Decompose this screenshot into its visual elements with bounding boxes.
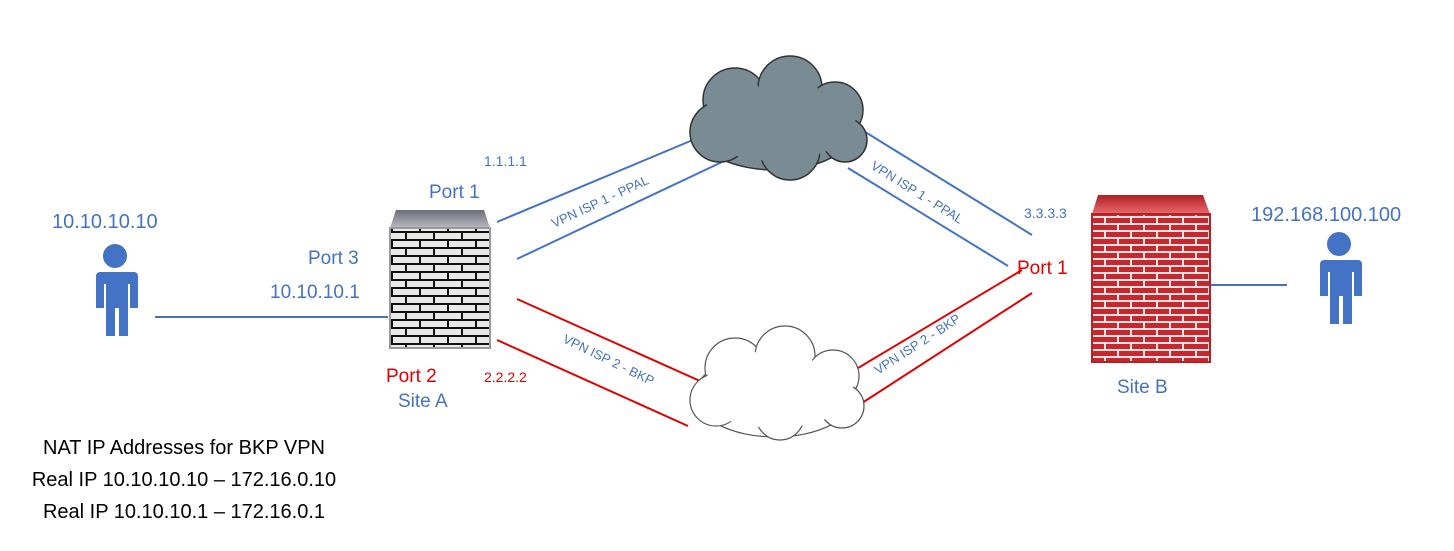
nat-note: NAT IP Addresses for BKP VPN Real IP 10.… xyxy=(0,432,368,528)
user-a-ip: 10.10.10.10 xyxy=(52,211,158,233)
isp2-link-a-upper xyxy=(516,298,701,382)
cloud-icon xyxy=(689,325,865,441)
person-icon xyxy=(1320,232,1362,324)
vpn-isp1-left-label: VPN ISP 1 - PPAL xyxy=(549,172,651,230)
vpn-isp1-right-label: VPN ISP 1 - PPAL xyxy=(868,158,966,227)
isp1-link-b-upper xyxy=(861,129,1033,236)
site-a-port1-label: Port 1 xyxy=(429,182,480,203)
site-b-port1-label: Port 1 xyxy=(1017,258,1068,279)
site-a-isp1-ip: 1.1.1.1 xyxy=(484,153,527,169)
isp2-link-b-lower xyxy=(861,292,1033,404)
isp2-link-b-upper xyxy=(847,269,1023,375)
isp1-link-a-upper xyxy=(496,136,701,223)
nat-note-title: NAT IP Addresses for BKP VPN xyxy=(43,437,325,459)
site-a-name: Site A xyxy=(398,391,448,412)
firewall-icon xyxy=(389,210,491,349)
site-b-isp-ip: 3.3.3.3 xyxy=(1024,205,1067,221)
site-a-port2-label: Port 2 xyxy=(386,366,437,387)
site-a-isp2-ip: 2.2.2.2 xyxy=(484,369,527,385)
isp1-link-b-lower xyxy=(847,167,1009,267)
site-b-name: Site B xyxy=(1117,377,1168,398)
person-icon xyxy=(96,244,138,336)
user-b-ip: 192.168.100.100 xyxy=(1251,204,1402,226)
nat-note-line: Real IP 10.10.10.10 – 172.16.0.10 xyxy=(31,469,337,491)
nat-note-line: Real IP 10.10.10.1 – 172.16.0.1 xyxy=(42,501,326,523)
firewall-icon xyxy=(1091,195,1211,363)
cloud-icon xyxy=(689,55,868,181)
site-a-port3-ip: 10.10.10.1 xyxy=(270,282,360,303)
isp2-link-a-lower xyxy=(496,339,689,427)
site-a-port3-label: Port 3 xyxy=(308,248,359,269)
isp1-link-a-lower xyxy=(516,161,723,260)
